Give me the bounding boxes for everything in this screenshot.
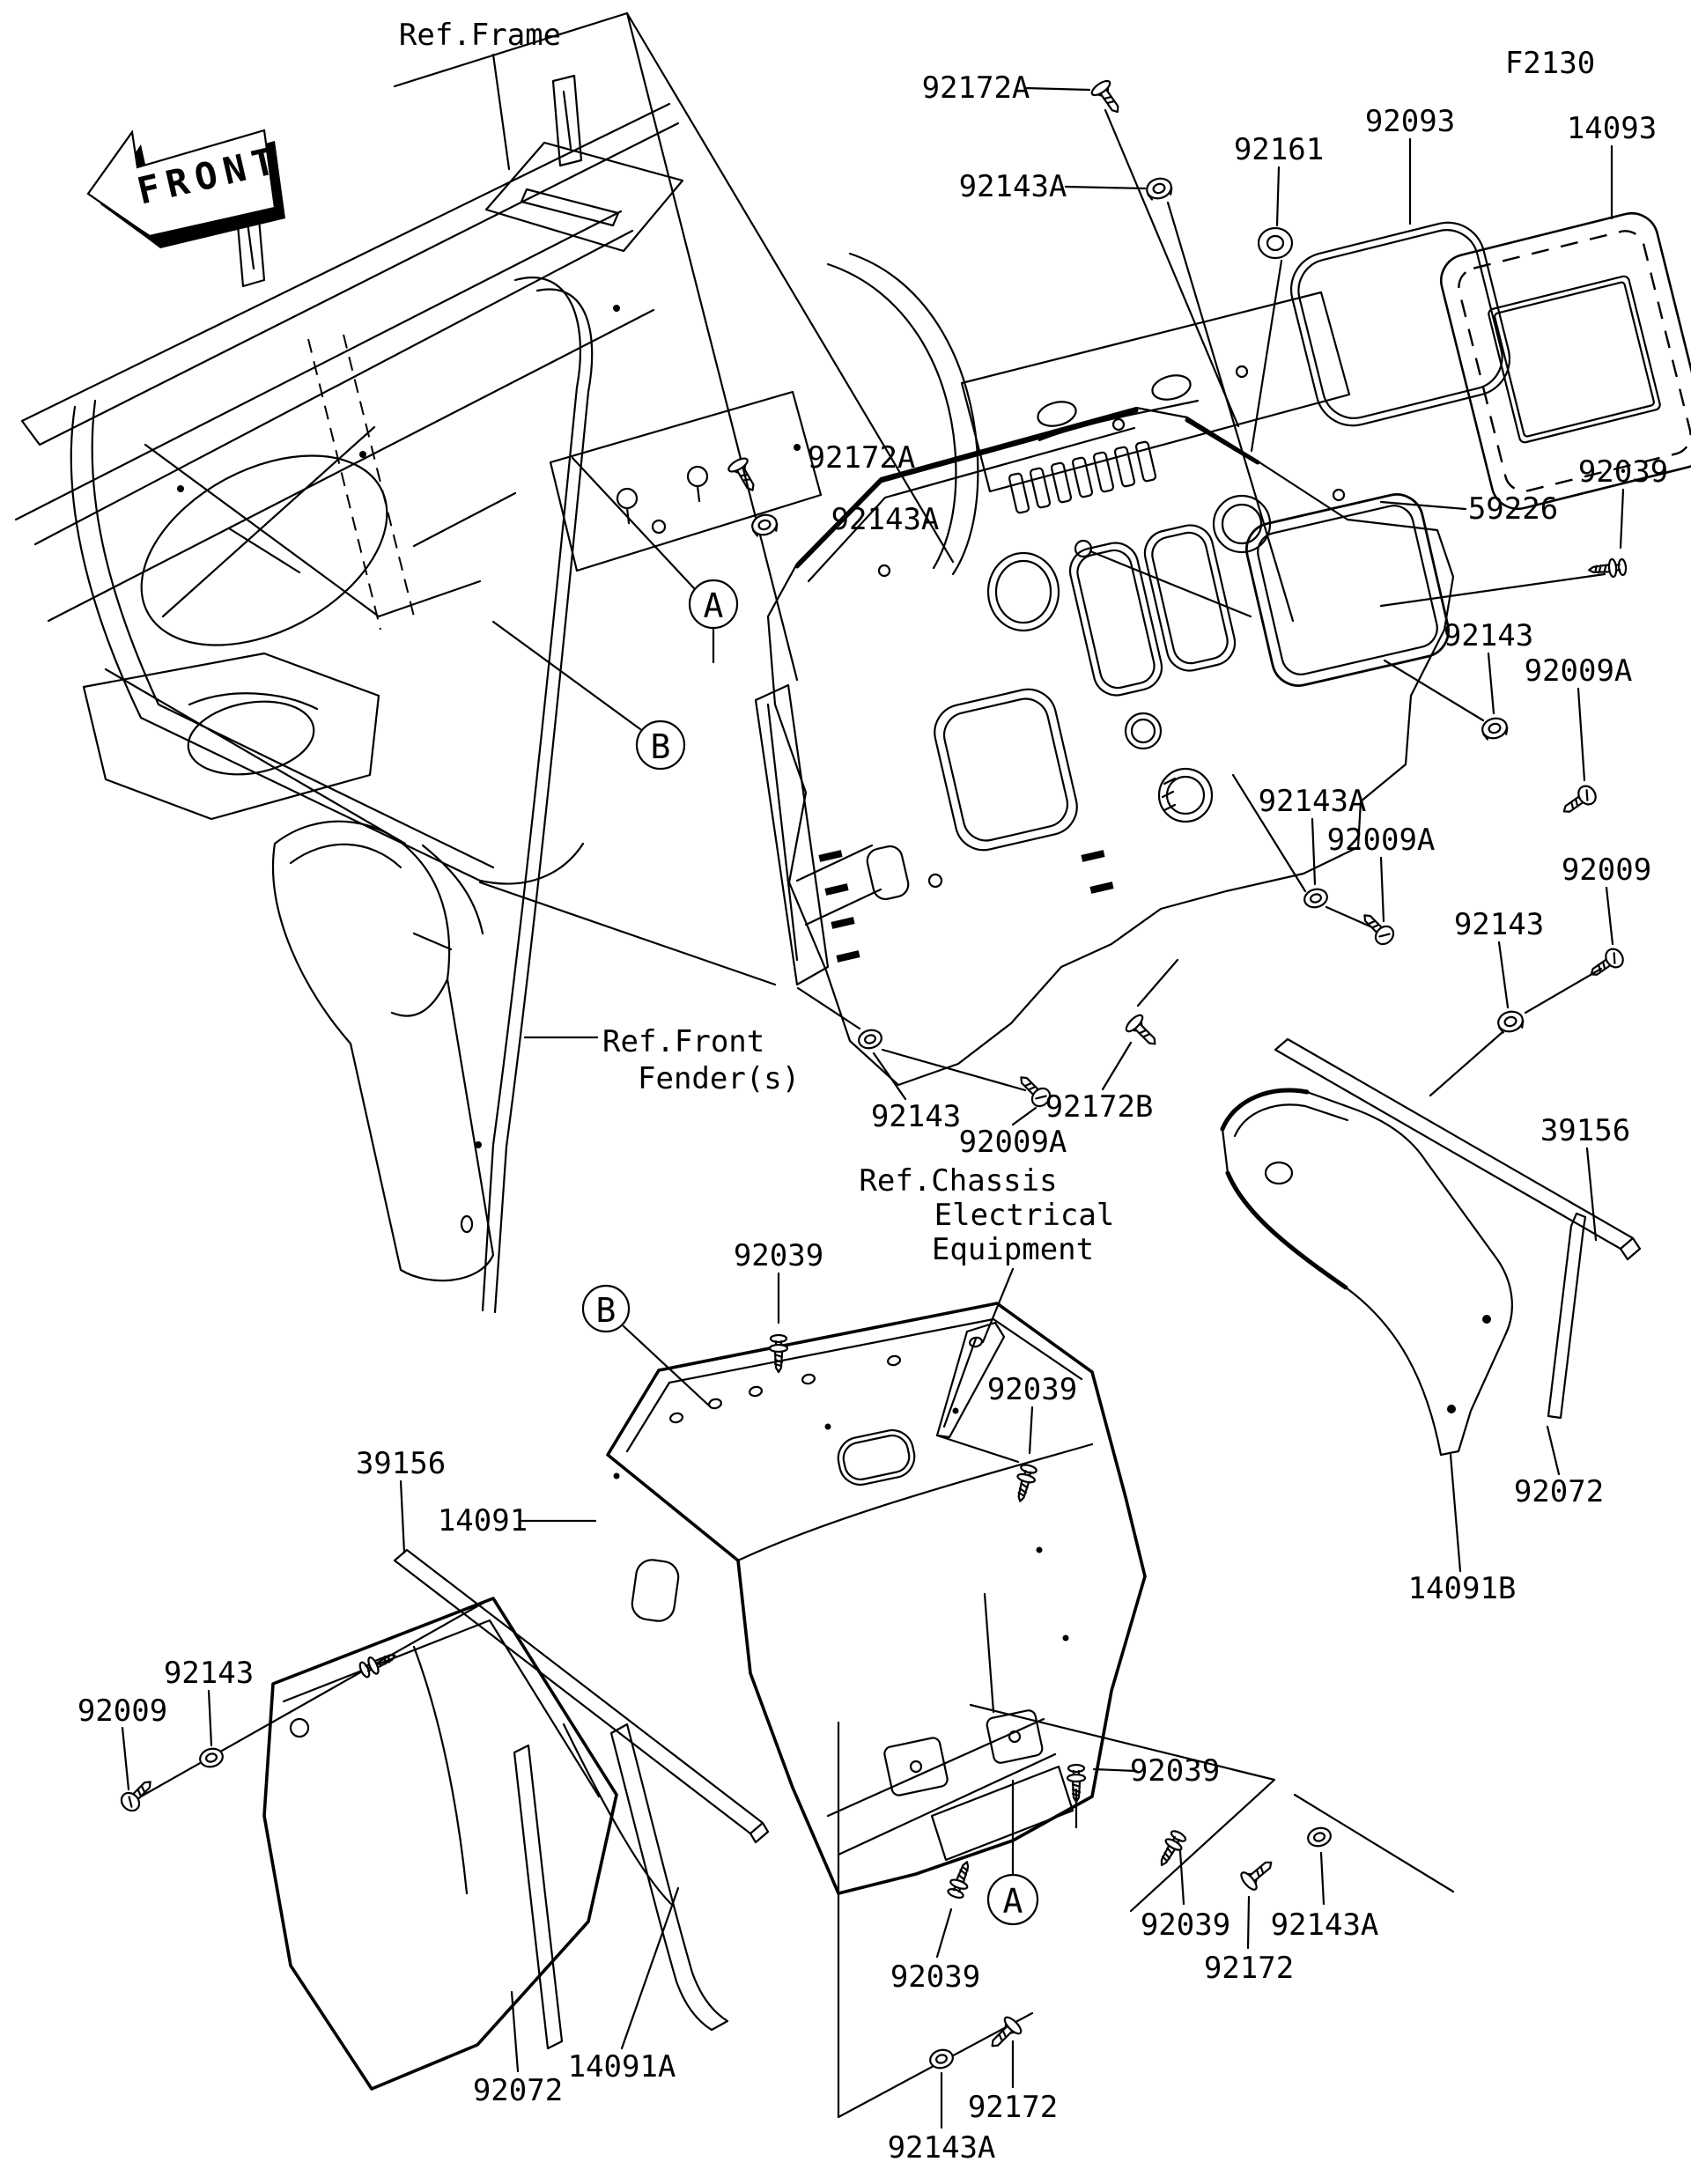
part-label-ref-frame: Ref.Frame bbox=[399, 18, 561, 53]
callout-a-3: A bbox=[986, 1873, 1039, 1926]
callout-letter: A bbox=[1003, 1882, 1023, 1921]
side-panel-14091B bbox=[1220, 1088, 1513, 1457]
part-label-page-code: F2130 bbox=[1505, 46, 1595, 81]
part-label-92143-4: 92143 bbox=[164, 1656, 254, 1691]
part-label-92143-2: 92143 bbox=[1454, 907, 1544, 942]
callout-a-0: A bbox=[688, 579, 739, 630]
front-fender-pillar bbox=[271, 820, 495, 1282]
part-label-92009-1: 92009 bbox=[1562, 852, 1651, 888]
part-label-ref-front-fender-l1: Ref.Front bbox=[602, 1024, 764, 1059]
part-label-39156-l: 39156 bbox=[356, 1446, 446, 1481]
callout-letter: A bbox=[704, 587, 724, 625]
window-seal-92093 bbox=[1289, 221, 1511, 427]
rivet-icon bbox=[945, 1857, 977, 1901]
screw-pan-icon bbox=[116, 1774, 159, 1816]
part-label-92172-2: 92172 bbox=[968, 2090, 1058, 2125]
part-label-92172-1: 92172 bbox=[1204, 1951, 1294, 1986]
callout-b-2: B bbox=[581, 1284, 631, 1333]
screw-flat-icon bbox=[1237, 1853, 1280, 1893]
part-label-92143A-1: 92143A bbox=[959, 169, 1067, 204]
part-label-92072-bl: 92072 bbox=[473, 2073, 563, 2108]
rivet-icon bbox=[768, 1333, 789, 1374]
screw-pan-icon bbox=[1356, 907, 1399, 949]
part-label-92143A-2: 92143A bbox=[831, 502, 940, 537]
washer-icon bbox=[1301, 885, 1331, 911]
part-label-92039-6: 92039 bbox=[890, 1959, 980, 1995]
grommet-icon bbox=[1257, 226, 1294, 260]
part-label-92093: 92093 bbox=[1365, 104, 1455, 139]
callout-b-1: B bbox=[635, 719, 686, 771]
part-label-ref-chassis-l3: Equipment bbox=[932, 1232, 1094, 1267]
part-label-92009A-2: 92009A bbox=[1327, 823, 1436, 858]
dash-panel-59226 bbox=[754, 406, 1455, 1087]
frame-wireframe bbox=[14, 11, 1351, 1314]
washer-icon bbox=[855, 1026, 885, 1052]
part-label-92143A-3: 92143A bbox=[1259, 784, 1367, 819]
part-label-92143A-4: 92143A bbox=[1271, 1907, 1379, 1943]
part-label-ref-chassis-l1: Ref.Chassis bbox=[859, 1163, 1057, 1199]
part-label-92143-3: 92143 bbox=[871, 1099, 961, 1134]
nut-icon bbox=[1143, 174, 1175, 203]
part-label-92039-1: 92039 bbox=[1578, 454, 1668, 490]
washer-icon bbox=[196, 1745, 226, 1771]
screw-flat-icon bbox=[1089, 77, 1127, 120]
hardware-layer bbox=[116, 77, 1628, 2072]
part-label-92009-2: 92009 bbox=[78, 1693, 167, 1729]
part-label-92039-3: 92039 bbox=[987, 1372, 1077, 1407]
callouts-layer: A B B A bbox=[581, 579, 1039, 1926]
part-label-92172A-2: 92172A bbox=[808, 440, 916, 476]
part-label-92039-4: 92039 bbox=[1130, 1753, 1220, 1789]
rivet-icon bbox=[1010, 1462, 1039, 1505]
part-label-14093: 14093 bbox=[1567, 111, 1657, 146]
part-label-92143-1: 92143 bbox=[1444, 618, 1533, 653]
front-direction-marker: FRONT bbox=[86, 129, 285, 248]
part-label-92172A-1: 92172A bbox=[922, 70, 1030, 106]
cover-panel-14093 bbox=[1440, 211, 1691, 511]
part-label-92009A-3: 92009A bbox=[959, 1125, 1067, 1160]
callout-letter: B bbox=[596, 1291, 617, 1330]
part-label-ref-chassis-l2: Electrical bbox=[934, 1198, 1115, 1233]
nut-icon bbox=[1495, 1007, 1526, 1036]
part-label-92143A-5: 92143A bbox=[888, 2130, 996, 2166]
part-label-92072-r: 92072 bbox=[1514, 1474, 1604, 1509]
quarter-panel bbox=[262, 1597, 618, 2091]
part-label-ref-front-fender-l2: Fender(s) bbox=[638, 1061, 800, 1096]
washer-icon bbox=[1304, 1824, 1334, 1850]
part-label-92172B: 92172B bbox=[1045, 1089, 1154, 1125]
part-label-59226: 59226 bbox=[1468, 491, 1558, 527]
part-label-92039-5: 92039 bbox=[1141, 1907, 1230, 1943]
callout-letter: B bbox=[651, 727, 671, 766]
part-label-92039-2: 92039 bbox=[734, 1238, 823, 1273]
part-label-92009A-1: 92009A bbox=[1525, 653, 1633, 689]
part-label-14091B: 14091B bbox=[1408, 1571, 1517, 1606]
screw-pan-icon bbox=[1557, 781, 1600, 821]
part-label-39156-r: 39156 bbox=[1540, 1113, 1630, 1148]
screw-flat-icon bbox=[726, 454, 763, 497]
floor-panel-14091 bbox=[606, 1302, 1147, 1895]
screw-pan-icon bbox=[1584, 944, 1628, 984]
part-label-14091A: 14091A bbox=[568, 2049, 676, 2084]
part-label-14091: 14091 bbox=[438, 1503, 528, 1538]
nut-icon bbox=[1479, 714, 1510, 742]
leader-lines bbox=[121, 11, 1625, 2129]
part-label-92161: 92161 bbox=[1234, 132, 1324, 167]
